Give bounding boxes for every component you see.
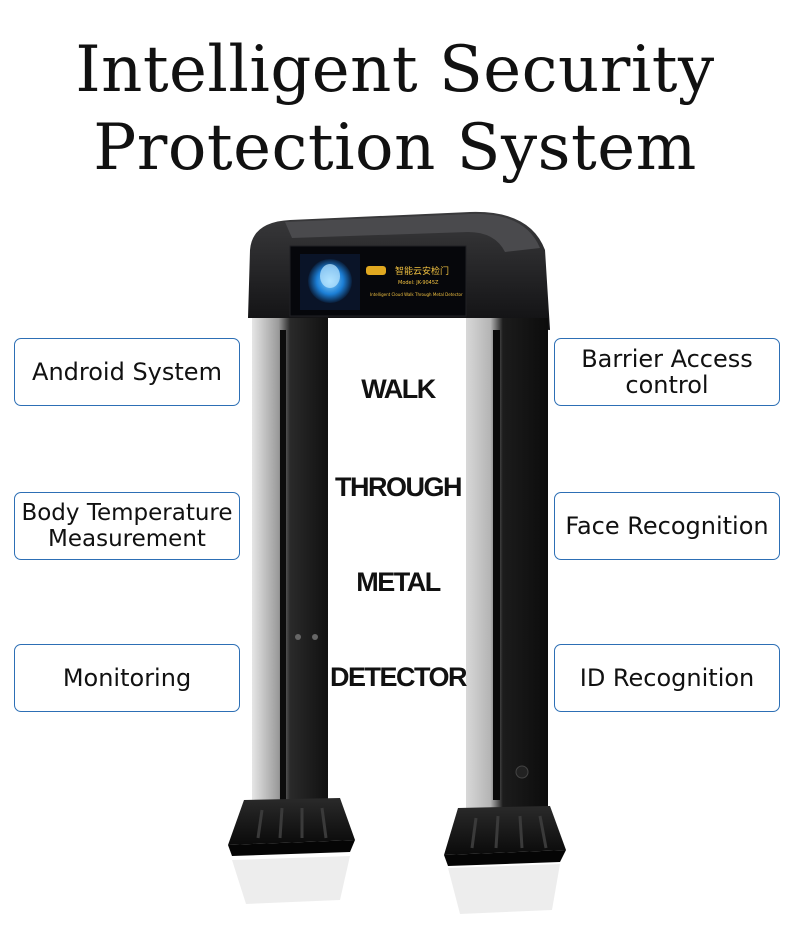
center-word-walk: WALK [361,374,436,404]
screen-subtitle-text: Intelligent Cloud Walk Through Metal Det… [370,292,463,297]
feature-body-temperature: Body Temperature Measurement [14,492,240,560]
screen-model-text: Model: JK-9045Z [398,280,439,286]
screen-brand-text: 智能云安检门 [395,265,449,277]
center-word-detector: DETECTOR [329,662,468,692]
feature-monitoring: Monitoring [14,644,240,712]
feature-android-system: Android System [14,338,240,406]
center-word-through: THROUGH [335,472,463,502]
center-word-metal: METAL [356,567,441,597]
feature-id-recognition: ID Recognition [554,644,780,712]
page-title-line-2: Protection System [93,111,697,185]
page-title-line-1: Intelligent Security [75,33,715,107]
feature-barrier-access: Barrier Access control [554,338,780,406]
feature-face-recognition: Face Recognition [554,492,780,560]
